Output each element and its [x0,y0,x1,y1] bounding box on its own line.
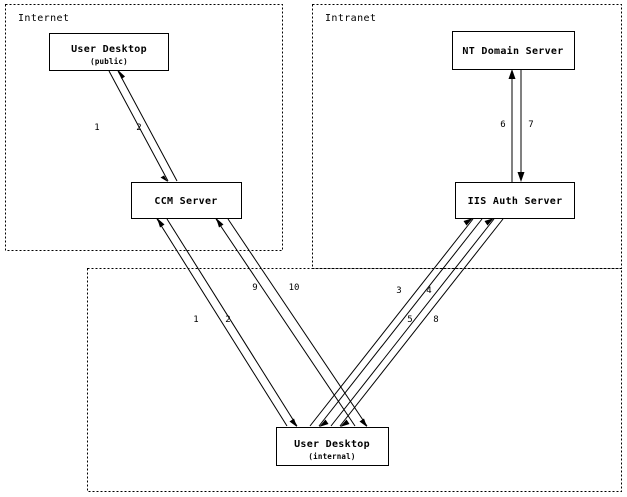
flow-connections [108,69,525,427]
node-nt-domain-server[interactable]: NT Domain Server [452,31,575,70]
flow-label-3: 3 [396,286,401,296]
arrow-head-step-10 [359,418,367,427]
flow-label-6: 6 [500,120,505,130]
zone-boundaries [5,4,622,492]
arrow-head-step-3 [463,218,473,226]
flow-line-step-4 [318,218,483,427]
arrow-head-step-2 [118,70,125,79]
flow-label-5: 5 [407,315,412,325]
flow-label-2-internal: 2 [225,315,230,325]
flow-internal-desktop-iis-58 [330,218,504,427]
flow-public-desktop-ccm [108,70,178,182]
flow-iis-ntdomain [508,69,525,182]
node-label-iis-auth-server: IIS Auth Server [468,196,563,207]
node-sublabel-user-desktop-public: (public) [90,57,128,66]
zone-intranet-boundary [312,4,622,269]
node-box-user-desktop-internal[interactable] [276,427,389,466]
flow-label-10: 10 [289,283,300,293]
flow-step-labels: 1 2 1 2 3 4 5 6 7 8 9 10 [94,120,533,325]
arrow-head-step-6 [508,69,516,79]
flow-label-9: 9 [252,283,257,293]
flow-line-step-2-internal [166,218,298,427]
flow-label-8: 8 [433,315,438,325]
flow-label-2-public: 2 [136,123,141,133]
arrow-head-step-4 [319,419,329,427]
arrow-head-step-1 [160,175,168,182]
flow-line-step-1-internal [156,218,288,427]
flow-line-step-9 [215,218,356,427]
node-label-user-desktop-public: User Desktop [71,44,147,55]
node-ccm-server[interactable]: CCM Server [131,182,242,219]
flow-line-step-1 [108,70,169,182]
node-box-user-desktop-public[interactable] [49,33,169,71]
flow-label-7: 7 [528,120,533,130]
node-box-iis-auth-server[interactable] [455,182,575,219]
flow-line-step-2 [117,70,178,182]
arrow-head-step-5 [484,218,494,226]
zone-label-intranet: Intranet [325,13,376,24]
arrow-head-step-2-internal [289,418,297,427]
zone-internal-lan-boundary [87,268,622,492]
flow-label-1-internal: 1 [193,315,198,325]
arrow-head-step-8 [340,419,350,427]
flow-internal-desktop-ccm-910 [215,218,368,427]
flow-line-step-8 [339,218,504,427]
flow-line-step-3 [309,218,474,427]
zone-internet-boundary [5,4,283,251]
zone-label-internet: Internet [18,13,69,24]
flow-label-4: 4 [426,286,431,296]
node-box-ccm-server[interactable] [131,182,242,219]
node-label-nt-domain-server: NT Domain Server [462,45,563,57]
node-user-desktop-public[interactable]: User Desktop (public) [49,33,169,71]
flow-line-step-5 [330,218,495,427]
arrow-head-step-9 [216,218,224,228]
flow-internal-desktop-iis-34 [309,218,483,427]
flow-label-1-public: 1 [94,123,99,133]
node-label-user-desktop-internal: User Desktop [294,439,370,450]
flow-line-step-10 [227,218,368,427]
node-user-desktop-internal[interactable]: User Desktop (internal) [276,427,389,466]
arrow-head-step-1-internal [157,218,165,228]
node-box-nt-domain-server[interactable] [452,31,575,70]
arrow-head-step-7 [517,172,525,182]
node-sublabel-user-desktop-internal: (internal) [308,452,355,461]
node-iis-auth-server[interactable]: IIS Auth Server [455,182,575,219]
node-label-ccm-server: CCM Server [154,196,217,207]
flow-internal-desktop-ccm-12 [156,218,298,427]
